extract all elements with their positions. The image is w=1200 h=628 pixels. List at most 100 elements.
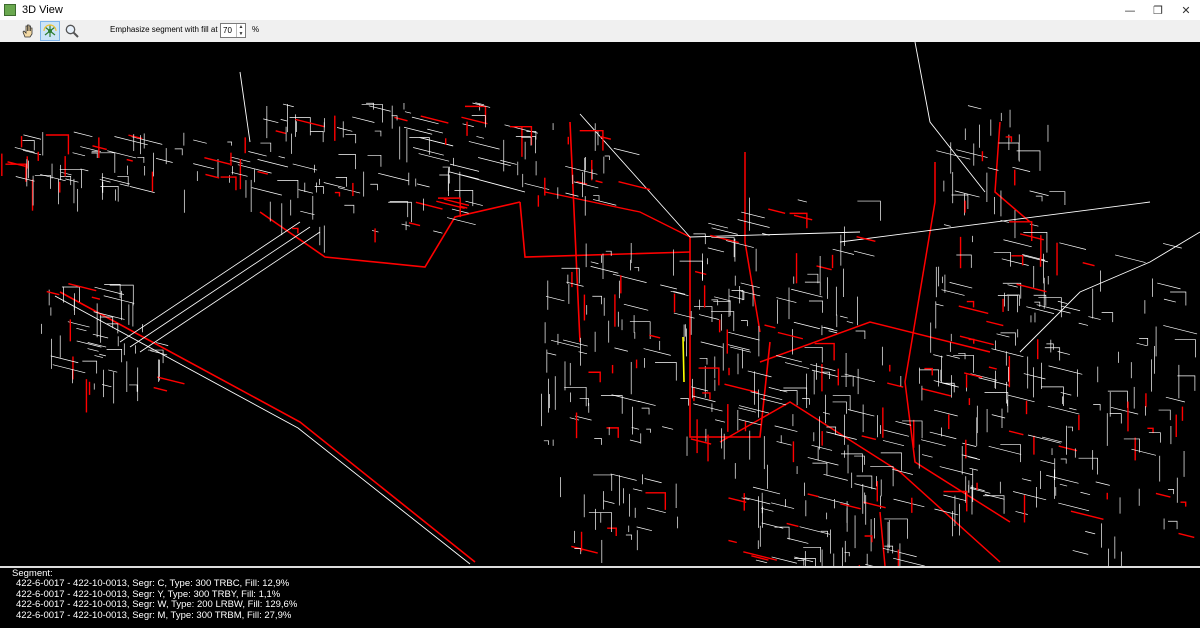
pipe-segment [643, 348, 671, 356]
pipe-segment [738, 419, 762, 426]
pipe-segment [702, 392, 711, 400]
pipe-segment [884, 518, 908, 539]
pipe-segment [605, 250, 612, 256]
pipe-segment [472, 102, 491, 108]
pipe-segment [157, 376, 185, 385]
pipe-segment [631, 427, 640, 430]
pipe-segment [551, 340, 580, 348]
pipe-segment [893, 557, 925, 566]
restore-button[interactable]: ❐ [1153, 3, 1163, 17]
pipe-segment [967, 105, 982, 110]
pan-tool-button[interactable] [18, 21, 38, 41]
pipe-segment [1015, 511, 1028, 515]
pipe-segment [840, 453, 863, 473]
pipe-segment [437, 197, 461, 218]
pipe-segment [623, 303, 649, 311]
pipe-segment [949, 282, 973, 289]
pipe-segment [776, 297, 797, 303]
pipe-segment [298, 189, 313, 194]
pipe-segment [662, 426, 674, 430]
pipe-segment [728, 331, 760, 341]
pipe-segment [924, 367, 933, 376]
fill-threshold-spinbox[interactable]: 70 ▲ ▼ [220, 23, 246, 38]
pipe-segment [1163, 325, 1198, 335]
pipe-segment [715, 419, 726, 423]
pipe-segment [409, 137, 430, 155]
pipe-segment [618, 181, 651, 191]
pipe-segment [561, 267, 580, 284]
pipe-segment [884, 545, 894, 554]
rotate-tool-button[interactable] [40, 21, 60, 41]
pipe-segment [1136, 342, 1148, 347]
pipe-segment [768, 387, 788, 393]
pipe-segment [935, 303, 944, 307]
pipe-segment [1058, 502, 1090, 512]
pipe-segment [883, 429, 910, 437]
pipe-segment [854, 483, 877, 490]
pipe-segment [921, 439, 946, 447]
pipe-segment [80, 168, 89, 172]
pipe-segment [468, 141, 500, 150]
3d-viewport[interactable] [0, 42, 1200, 566]
pipe-segment [1021, 478, 1032, 482]
pipe-segment [411, 116, 439, 125]
pipe-segment [119, 183, 129, 187]
pipe-segment [1040, 459, 1055, 465]
pipe-segment [600, 395, 623, 414]
pipe-segment [263, 118, 279, 124]
pipe-segment [714, 296, 731, 302]
pipe-segment [793, 321, 820, 330]
pipe-segment [408, 222, 421, 227]
pipe-segment [786, 522, 799, 528]
pipe-segment [1059, 483, 1068, 487]
pipe-segment [814, 342, 835, 361]
pipe-segment [334, 191, 341, 197]
pipe-segment [114, 136, 148, 146]
segment-heading: Segment: [12, 568, 53, 579]
pipe-segment [943, 224, 951, 227]
pipe-segment [367, 154, 382, 167]
pipe-segment [277, 180, 299, 199]
pipe-segment [810, 364, 836, 372]
pipe-segment [779, 390, 798, 406]
pipe-segment [797, 199, 807, 203]
pipe-segment [82, 360, 98, 374]
pipe-segment [730, 346, 751, 353]
pipe-segment [509, 125, 533, 146]
pipe-segment [794, 556, 814, 563]
pipe-segment [761, 507, 774, 512]
pipe-segment [1158, 409, 1171, 421]
pipe-segment [1023, 232, 1048, 253]
minimize-button[interactable]: — [1124, 3, 1136, 17]
pipe-segment [50, 355, 79, 364]
pipe-segment [1115, 254, 1146, 263]
pipe-segment [789, 212, 808, 229]
pipe-segment [419, 137, 454, 147]
spin-down-icon[interactable]: ▼ [238, 30, 244, 37]
pipe-segment [257, 170, 269, 175]
pipe-segment [292, 227, 299, 234]
pipe-segment [1041, 386, 1064, 407]
pipe-segment [777, 331, 804, 340]
pipe-segment [844, 551, 850, 557]
pipe-segment [68, 283, 97, 292]
pipe-segment [847, 409, 875, 417]
pipe-segment [943, 382, 955, 393]
segment-line: 422-6-0017 - 422-10-0013, Segr: Y, Type:… [16, 588, 281, 600]
pipe-segment [592, 295, 602, 305]
pipe-segment [1023, 373, 1046, 380]
pipe-segment [791, 288, 823, 298]
3d-scene[interactable] [0, 42, 1200, 566]
pipe-segment [921, 387, 952, 397]
pipe-segment [592, 199, 617, 206]
spin-up-icon[interactable]: ▲ [238, 24, 244, 30]
pipe-segment [614, 347, 628, 352]
pipe-segment [803, 546, 821, 563]
zoom-tool-button[interactable] [62, 21, 82, 41]
panel-splitter[interactable] [0, 566, 1200, 568]
fill-threshold-value[interactable]: 70 [223, 26, 232, 35]
pipe-segment [824, 326, 834, 330]
pipe-segment [988, 446, 1022, 455]
pipe-segment [461, 116, 488, 125]
close-button[interactable]: ✕ [1181, 3, 1191, 17]
